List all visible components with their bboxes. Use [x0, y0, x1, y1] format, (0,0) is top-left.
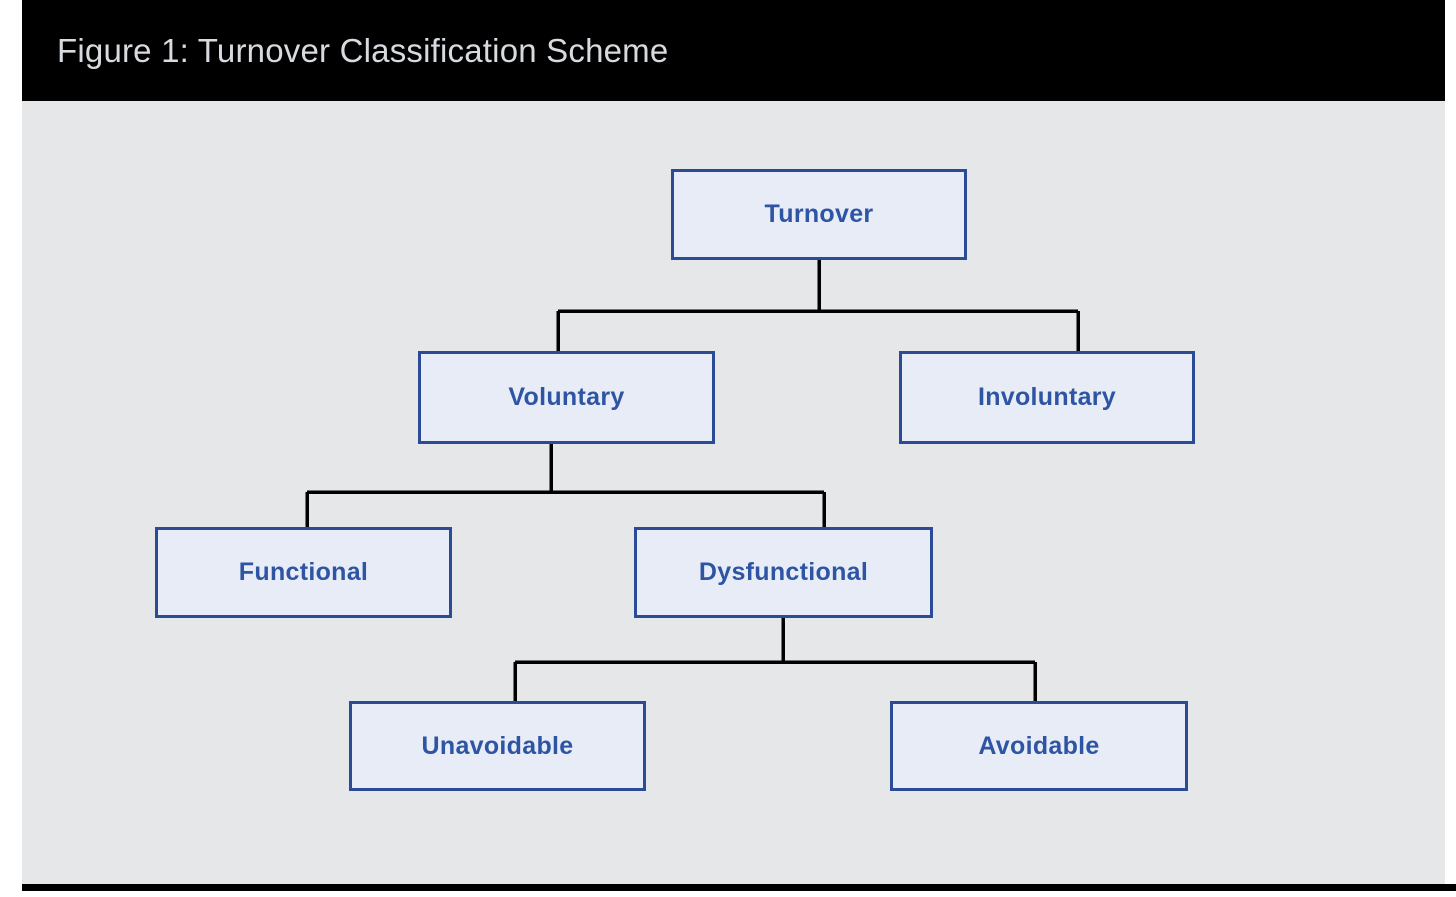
diagram-canvas: Turnover Voluntary Involuntary Functiona… [22, 101, 1445, 884]
node-dysfunctional[interactable]: Dysfunctional [634, 527, 933, 618]
figure-footer-rule [22, 884, 1456, 891]
node-turnover[interactable]: Turnover [671, 169, 967, 260]
node-unavoidable[interactable]: Unavoidable [349, 701, 646, 791]
node-involuntary[interactable]: Involuntary [899, 351, 1195, 444]
node-voluntary[interactable]: Voluntary [418, 351, 715, 444]
figure-title: Figure 1: Turnover Classification Scheme [57, 31, 669, 69]
node-unavoidable-label: Unavoidable [421, 731, 574, 760]
node-turnover-label: Turnover [764, 200, 874, 228]
node-avoidable[interactable]: Avoidable [890, 701, 1188, 791]
connector-layer [305, 260, 1080, 701]
node-avoidable-label: Avoidable [978, 731, 1100, 760]
node-dysfunctional-label: Dysfunctional [698, 558, 869, 586]
node-functional[interactable]: Functional [155, 527, 452, 618]
node-involuntary-label: Involuntary [977, 383, 1117, 411]
node-voluntary-label: Voluntary [508, 383, 625, 411]
figure-header-bar: Figure 1: Turnover Classification Scheme [22, 0, 1445, 101]
node-functional-label: Functional [238, 558, 369, 586]
